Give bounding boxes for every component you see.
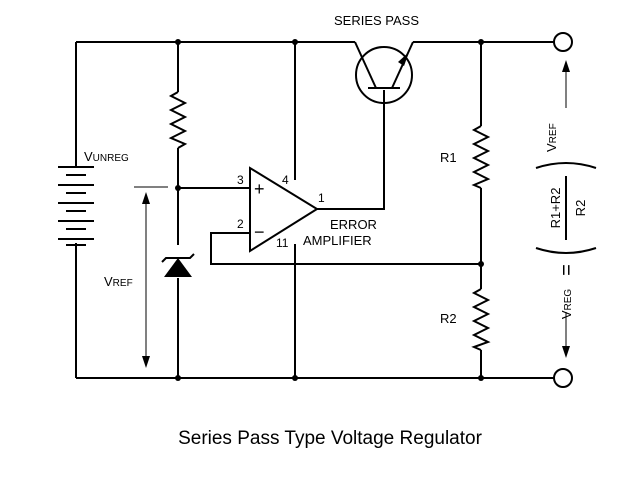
- feedback-wire: [210, 232, 481, 265]
- vreg-arrow-up-icon: [562, 60, 570, 72]
- pin-11-label: 11: [276, 236, 289, 250]
- plus-sign: +: [254, 179, 265, 199]
- vref-arrow-up-icon: [142, 192, 150, 204]
- junction-dot: [478, 261, 484, 267]
- junction-dot: [175, 185, 181, 191]
- junction-dot: [175, 375, 181, 381]
- r2-resistor-icon: [471, 288, 491, 351]
- vreg-arrow-down-icon: [562, 346, 570, 358]
- junction-dot: [478, 39, 484, 45]
- r1-label: R1: [440, 150, 457, 165]
- equation-vref-label: VREF: [544, 123, 559, 152]
- junction-dot: [292, 39, 298, 45]
- pin-4-label: 4: [282, 173, 289, 187]
- output-equation: VREG = R1+R2 R2 VREF: [535, 123, 597, 320]
- pin-2-label: 2: [237, 217, 244, 231]
- output-terminal-bottom: [553, 368, 573, 388]
- battery-icon: [58, 42, 94, 378]
- pin-3-label: 3: [237, 173, 244, 187]
- vref-label: VREF: [104, 274, 133, 289]
- fraction-denominator: R2: [573, 200, 588, 217]
- junction-dot: [292, 375, 298, 381]
- right-paren-icon: [535, 162, 597, 169]
- junction-dot: [175, 39, 181, 45]
- fraction-numerator: R1+R2: [548, 188, 563, 229]
- diagram-caption: Series Pass Type Voltage Regulator: [178, 428, 483, 449]
- r1-resistor-icon: [471, 125, 491, 189]
- error-amplifier-label-line1: ERROR: [330, 217, 377, 232]
- error-amplifier-label-line2: AMPLIFIER: [303, 233, 372, 248]
- equals-sign: =: [556, 264, 578, 276]
- error-amplifier-icon: [249, 166, 319, 253]
- vreg-label: VREG: [559, 289, 574, 320]
- junction-dot: [478, 375, 484, 381]
- series-pass-transistor-icon: [354, 41, 414, 104]
- zener-diode-icon: [161, 253, 195, 277]
- vref-arrow-down-icon: [142, 356, 150, 368]
- pin-1-label: 1: [318, 191, 325, 205]
- series-pass-label: SERIES PASS: [334, 13, 419, 28]
- output-wire: [317, 90, 385, 210]
- bias-resistor-icon: [168, 91, 188, 149]
- left-paren-icon: [535, 247, 597, 254]
- output-terminal-top: [553, 32, 573, 52]
- minus-sign: −: [254, 222, 265, 242]
- vunreg-label: VUNREG: [84, 149, 129, 164]
- r2-label: R2: [440, 311, 457, 326]
